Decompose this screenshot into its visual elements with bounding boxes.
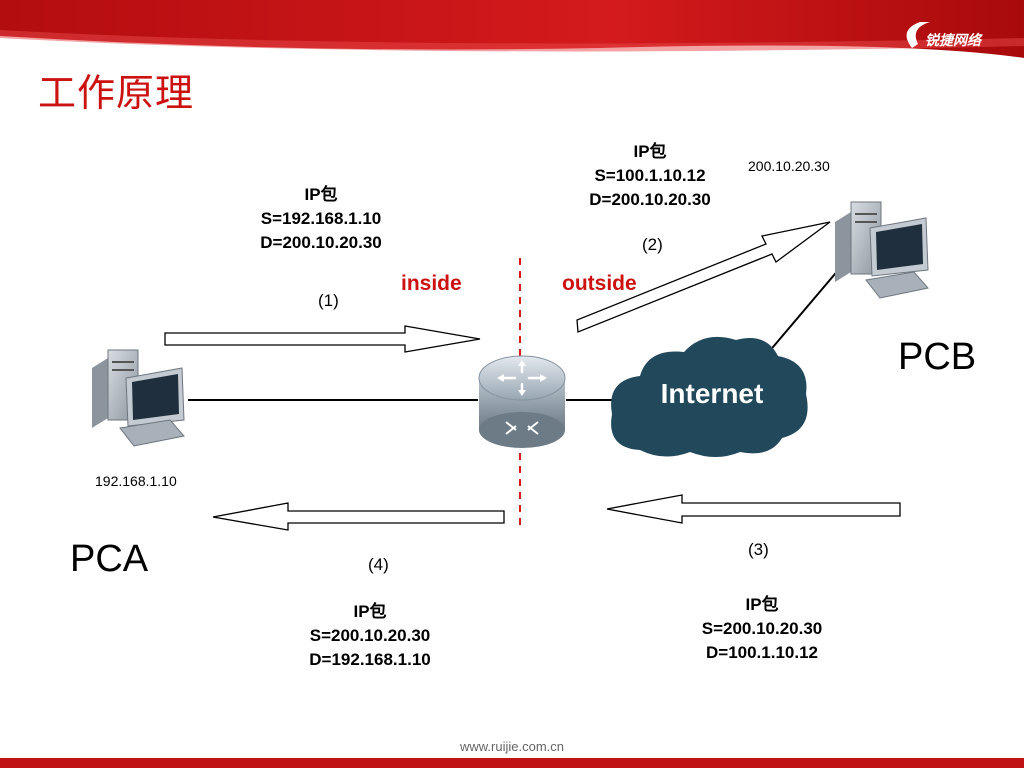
packet-2-dst: D=200.10.20.30 — [589, 190, 711, 209]
packet-2-title: IP包 — [633, 142, 667, 161]
packet-4-src: S=200.10.20.30 — [309, 626, 431, 645]
step-label-3: (3) — [748, 540, 769, 559]
pcb-name: PCB — [898, 336, 977, 378]
arrow-step-4 — [212, 502, 505, 531]
zone-inside-label: inside — [401, 272, 462, 295]
arrow-step-2 — [576, 221, 831, 333]
packet-4-dst: D=192.168.1.10 — [309, 650, 431, 669]
router-icon — [478, 355, 566, 448]
internet-cloud-icon — [611, 336, 808, 457]
packet-info-4: IP包 S=200.10.20.30 D=192.168.1.10 — [280, 600, 460, 672]
packet-3-src: S=200.10.20.30 — [701, 619, 823, 638]
step-label-1: (1) — [318, 291, 339, 310]
footer-band — [0, 758, 1024, 768]
pcb-computer-icon — [835, 201, 929, 299]
packet-3-title: IP包 — [745, 595, 779, 614]
packet-info-3: IP包 S=200.10.20.30 D=100.1.10.12 — [672, 593, 852, 665]
packet-1-src: S=192.168.1.10 — [260, 209, 382, 228]
packet-info-2: IP包 S=100.1.10.12 D=200.10.20.30 — [560, 140, 740, 212]
brand-logo: 锐捷网络 — [925, 32, 981, 48]
pca-ip: 192.168.1.10 — [95, 473, 177, 489]
packet-4-title: IP包 — [353, 602, 387, 621]
internet-label: Internet — [660, 378, 764, 409]
pca-computer-icon — [92, 349, 185, 447]
packet-3-dst: D=100.1.10.12 — [705, 643, 818, 662]
arrow-step-3 — [606, 494, 901, 524]
packet-info-1: IP包 S=192.168.1.10 D=200.10.20.30 — [231, 183, 411, 255]
slide-title: 工作原理 — [38, 71, 195, 115]
link-cloud-pcb — [761, 267, 841, 361]
packet-2-src: S=100.1.10.12 — [594, 166, 706, 185]
pca-name: PCA — [70, 538, 149, 580]
header-accent — [0, 30, 1024, 52]
footer-url: www.ruijie.com.cn — [459, 739, 565, 754]
step-label-2: (2) — [642, 235, 663, 254]
step-label-4: (4) — [368, 555, 389, 574]
logo-mark — [906, 22, 930, 48]
arrow-step-1 — [164, 325, 481, 353]
packet-1-title: IP包 — [304, 185, 338, 204]
packet-1-dst: D=200.10.20.30 — [260, 233, 382, 252]
pcb-ip: 200.10.20.30 — [748, 158, 830, 174]
zone-outside-label: outside — [562, 272, 637, 295]
